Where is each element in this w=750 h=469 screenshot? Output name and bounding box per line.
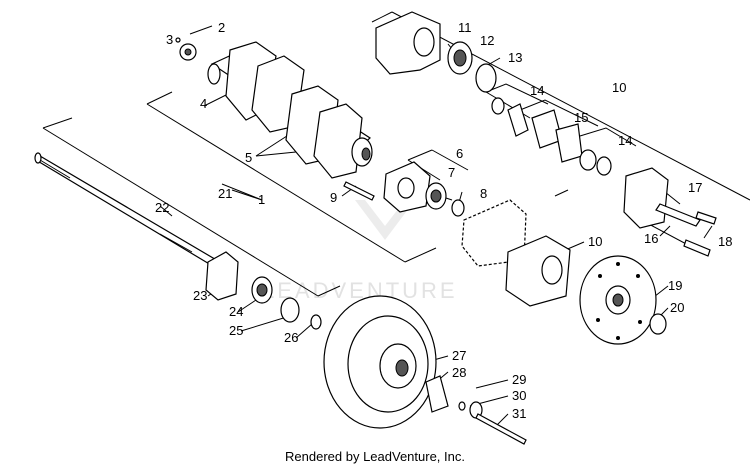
callout-3: 3 — [166, 32, 173, 47]
callout-11: 11 — [458, 20, 472, 35]
callout-12: 12 — [480, 33, 494, 48]
callout-7: 7 — [448, 165, 455, 180]
callout-17: 17 — [688, 180, 702, 195]
callout-26: 26 — [284, 330, 298, 345]
callout-31: 31 — [512, 406, 526, 421]
callout-21: 21 — [218, 186, 232, 201]
callout-24: 24 — [229, 304, 243, 319]
callout-18: 18 — [718, 234, 732, 249]
drive-sprocket-assembly — [207, 41, 373, 179]
callout-22: 22 — [155, 200, 169, 215]
caliper-lower — [461, 199, 571, 307]
callout-19: 19 — [668, 278, 682, 293]
callout-5: 5 — [245, 150, 252, 165]
callout-10b: 10 — [588, 234, 602, 249]
callout-4: 4 — [200, 96, 207, 111]
lower-bearing-parts — [205, 251, 322, 330]
bearing-housing-upper — [375, 11, 497, 93]
callout-15: 15 — [574, 110, 588, 125]
driven-clutch — [323, 295, 527, 445]
callout-8: 8 — [480, 186, 487, 201]
callout-6: 6 — [456, 146, 463, 161]
brake-pads — [491, 97, 612, 176]
callout-30: 30 — [512, 388, 526, 403]
brake-disc — [579, 255, 667, 345]
callout-29: 29 — [512, 372, 526, 387]
caliper-upper — [623, 167, 717, 257]
callout-10a: 10 — [612, 80, 626, 95]
callout-13: 13 — [508, 50, 522, 65]
callout-20: 20 — [670, 300, 684, 315]
callout-labels: 1 2 3 4 5 6 7 8 9 10 10 11 12 13 14 14 1… — [155, 20, 732, 421]
callout-16: 16 — [644, 231, 658, 246]
callout-9: 9 — [330, 190, 337, 205]
callout-27: 27 — [452, 348, 466, 363]
footer-credit: Rendered by LeadVenture, Inc. — [285, 449, 465, 464]
drive-shaft — [34, 152, 231, 275]
callout-1: 1 — [258, 192, 265, 207]
seal-part — [175, 37, 197, 61]
callout-14a: 14 — [530, 83, 544, 98]
callout-23: 23 — [193, 288, 207, 303]
bearing-flange — [343, 161, 465, 217]
callout-25: 25 — [229, 323, 243, 338]
callout-2: 2 — [218, 20, 225, 35]
callout-28: 28 — [452, 365, 466, 380]
callout-14b: 14 — [618, 133, 632, 148]
